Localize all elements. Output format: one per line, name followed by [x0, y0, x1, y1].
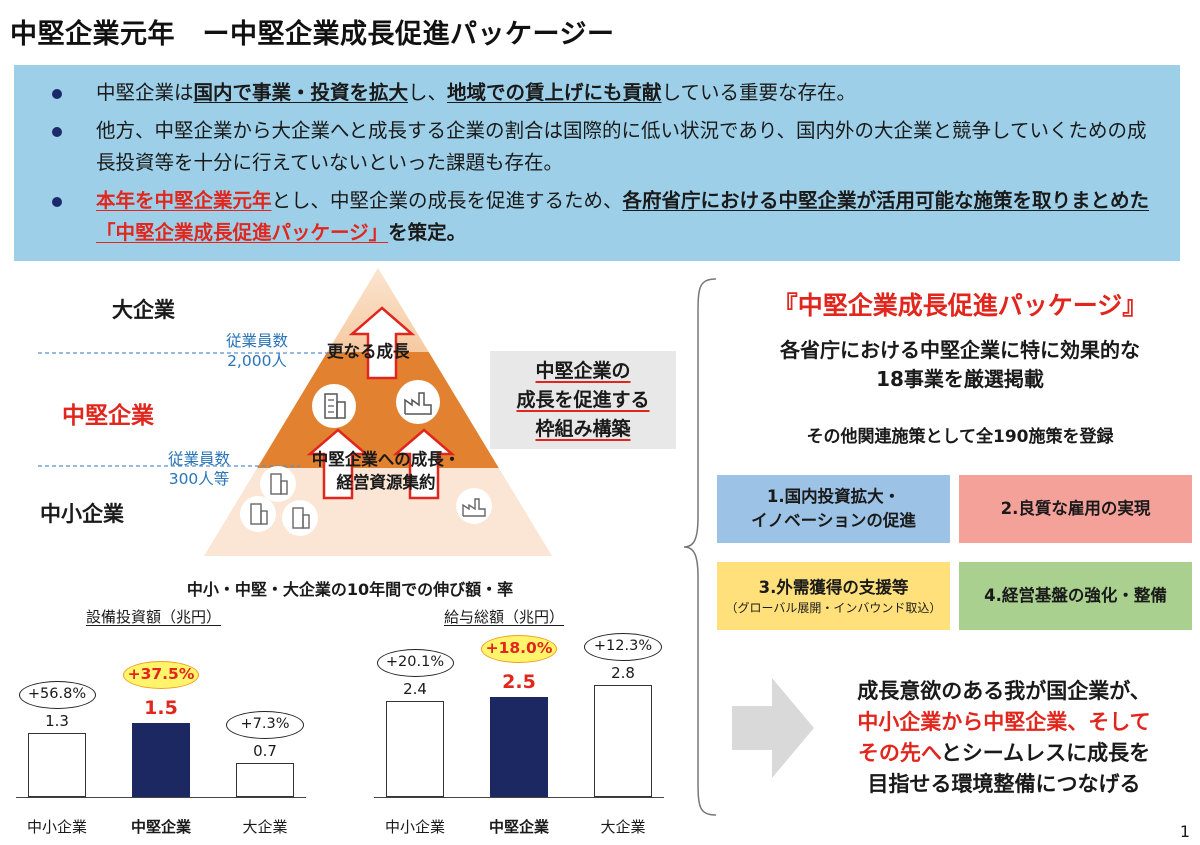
chart-title-payroll: 給与総額（兆円）: [444, 608, 565, 626]
growth-rate-badge: +7.3%: [226, 710, 304, 739]
framework-box: 中堅企業の 成長を促進する 枠組み構築: [490, 351, 676, 449]
growth-section-title: 中小・中堅・大企業の10年間での伸び額・率: [186, 580, 514, 599]
pillar-external-demand: 3.外需獲得の支援等 （グローバル展開・インバウンド取込）: [717, 562, 950, 630]
growth-rate-badge: +12.3%: [584, 633, 662, 661]
summary-bullet-2: 他方、中堅企業から大企業へと成長する企業の割合は国際的に低い状況であり、国内外の…: [44, 115, 1160, 179]
right-arrow-icon: [732, 678, 814, 778]
bar-value-label: 2.4: [403, 680, 427, 698]
category-label: 大企業: [242, 818, 288, 836]
bar-value-label: 1.3: [45, 712, 69, 730]
category-label: 大企業: [600, 818, 646, 836]
chart-bar: [132, 723, 190, 797]
bullet-dot: [52, 89, 62, 99]
chart-bar: [236, 762, 294, 797]
package-title: 『中堅企業成長促進パッケージ』: [772, 291, 1148, 320]
growth-arrow-icon: [348, 306, 416, 380]
office-building-icon: [282, 500, 318, 536]
pillar-quality-employment: 2.良質な雇用の実現: [959, 475, 1192, 543]
package-description: 各省庁における中堅企業に特に効果的な 18事業を厳選掲載: [780, 338, 1140, 391]
pyramid-label-mid-growth: 中堅企業への成長・ 経営資源集約: [311, 450, 461, 492]
office-building-icon: [312, 384, 356, 428]
tier-small-company: 中小企業: [40, 502, 124, 526]
category-label: 中堅企業: [130, 818, 191, 836]
factory-icon: [456, 488, 492, 524]
factory-icon: [396, 380, 440, 424]
category-label: 中堅企業: [488, 818, 549, 836]
summary-bullet-1: 中堅企業は国内で事業・投資を拡大し、地域での賃上げにも貢献している重要な存在。: [44, 77, 1160, 109]
pillar-domestic-investment: 1.国内投資拡大・ イノベーションの促進: [717, 475, 950, 543]
tier-large-company: 大企業: [112, 298, 175, 322]
package-other-measures: その他関連施策として全190施策を登録: [806, 427, 1114, 447]
employee-threshold-300: 従業員数 300人等: [168, 450, 231, 488]
growth-arrow-icon: [306, 428, 370, 500]
office-building-icon: [260, 466, 296, 502]
bar-value-label: 1.5: [144, 697, 178, 720]
pyramid-label-further-growth: 更なる成長: [327, 342, 410, 361]
growth-rate-badge: +37.5%: [123, 661, 199, 690]
conclusion-text: 成長意欲のある我が国企業が、 中小企業から中堅企業、そして その先へとシームレス…: [857, 679, 1151, 796]
bar-value-label: 2.8: [611, 664, 635, 682]
growth-rate-badge: +18.0%: [481, 635, 557, 663]
bullet-dot: [52, 197, 62, 207]
summary-bullet-3: 本年を中堅企業元年とし、中堅企業の成長を促進するため、各府省庁における中堅企業が…: [44, 185, 1160, 249]
chart-bar: [386, 701, 444, 797]
chart-bar: [490, 697, 548, 797]
bullet-dot: [52, 127, 62, 137]
chart-bar: [28, 733, 86, 797]
chart-bar: [594, 685, 652, 797]
employee-threshold-2000: 従業員数 2,000人: [226, 332, 289, 370]
summary-box: 中堅企業は国内で事業・投資を拡大し、地域での賃上げにも貢献している重要な存在。 …: [14, 65, 1180, 261]
pillar-management-foundation: 4.経営基盤の強化・整備: [959, 562, 1192, 630]
growth-arrow-icon: [392, 428, 456, 500]
chart-title-capex: 設備投資額（兆円）: [86, 608, 222, 626]
chart-baseline: [16, 797, 306, 798]
bar-value-label: 2.5: [502, 671, 536, 693]
category-label: 中小企業: [384, 818, 445, 836]
bar-value-label: 0.7: [253, 741, 277, 760]
page-number: 1: [1179, 822, 1190, 841]
page-title: 中堅企業元年 ー中堅企業成長促進パッケージー: [10, 19, 615, 50]
office-building-icon: [240, 496, 276, 532]
tier-mid-company: 中堅企業: [62, 403, 154, 429]
curly-brace-icon: [683, 278, 717, 816]
growth-rate-badge: +56.8%: [18, 681, 96, 709]
growth-rate-badge: +20.1%: [376, 649, 454, 677]
chart-baseline: [374, 797, 664, 798]
category-label: 中小企業: [26, 818, 87, 836]
